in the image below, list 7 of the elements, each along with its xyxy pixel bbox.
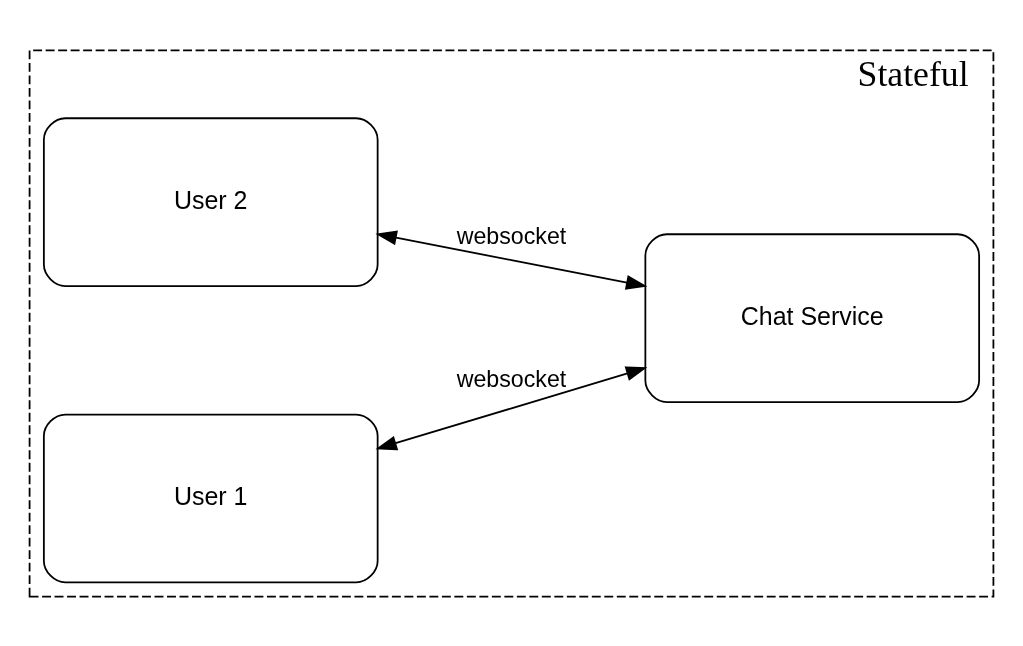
node-box: User 1 bbox=[43, 413, 379, 583]
edge-label: websocket bbox=[456, 222, 567, 249]
edge-label: websocket bbox=[456, 365, 567, 392]
node-box: User 2 bbox=[43, 116, 379, 287]
arrow bbox=[375, 229, 648, 290]
arrow bbox=[375, 365, 648, 450]
node-box: Chat Service bbox=[644, 232, 980, 403]
